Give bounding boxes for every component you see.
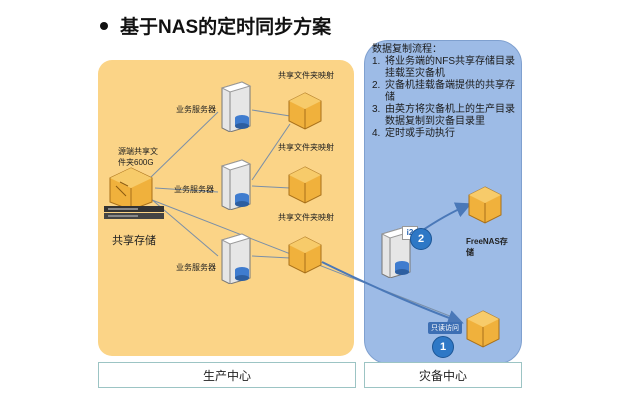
server-label-2: 业务服务器 (174, 185, 214, 194)
step-badge-2: 2 (410, 228, 432, 250)
mount-arrow-1 (321, 261, 464, 326)
production-center-label: 生产中心 (98, 362, 356, 388)
storage-name-label: 源端共享文 件夹600G (118, 147, 158, 167)
step-4: 4. 定时或手动执行 (372, 128, 455, 139)
server-1-icon (220, 81, 252, 132)
mount-arrow-2 (419, 202, 472, 233)
page-title: 基于NAS的定时同步方案 (100, 12, 331, 39)
server-label-3: 业务服务器 (176, 263, 216, 272)
readonly-access-tag: 只读访问 (428, 322, 462, 334)
step-3: 3. 由英方将灾备机上的生产目录数据复制到灾备目录里 (372, 104, 515, 127)
step-1: 1. 将业务端的NFS共享存储目录挂载至灾备机 (372, 56, 515, 79)
mapping-label-1: 共享文件夹映射 (278, 71, 334, 80)
rack-storage-icon (104, 206, 164, 219)
server-3-icon (220, 233, 252, 284)
mapping-box-1-icon (288, 92, 322, 130)
step-2: 2. 灾备机挂载备端提供的共享存储 (372, 80, 515, 103)
bullet-icon (100, 21, 108, 30)
dr-mapped-box-icon (466, 310, 500, 348)
mapping-label-2: 共享文件夹映射 (278, 143, 334, 152)
mapping-label-3: 共享文件夹映射 (278, 213, 334, 222)
replication-process: 数据复制流程： 1. 将业务端的NFS共享存储目录挂载至灾备机 2. 灾备机挂载… (372, 44, 518, 140)
dr-center-label: 灾备中心 (364, 362, 522, 388)
server-label-1: 业务服务器 (176, 105, 216, 114)
mapping-box-2-icon (288, 166, 322, 204)
step-badge-1: 1 (432, 336, 454, 358)
mapping-box-3-icon (288, 236, 322, 274)
shared-storage-label: 共享存储 (112, 235, 156, 247)
server-2-icon (220, 159, 252, 210)
freenas-box-icon (468, 186, 502, 224)
freenas-label: FreeNAS存 储 (466, 237, 508, 257)
title-text: 基于NAS的定时同步方案 (120, 17, 332, 38)
process-title: 数据复制流程： (372, 44, 442, 55)
